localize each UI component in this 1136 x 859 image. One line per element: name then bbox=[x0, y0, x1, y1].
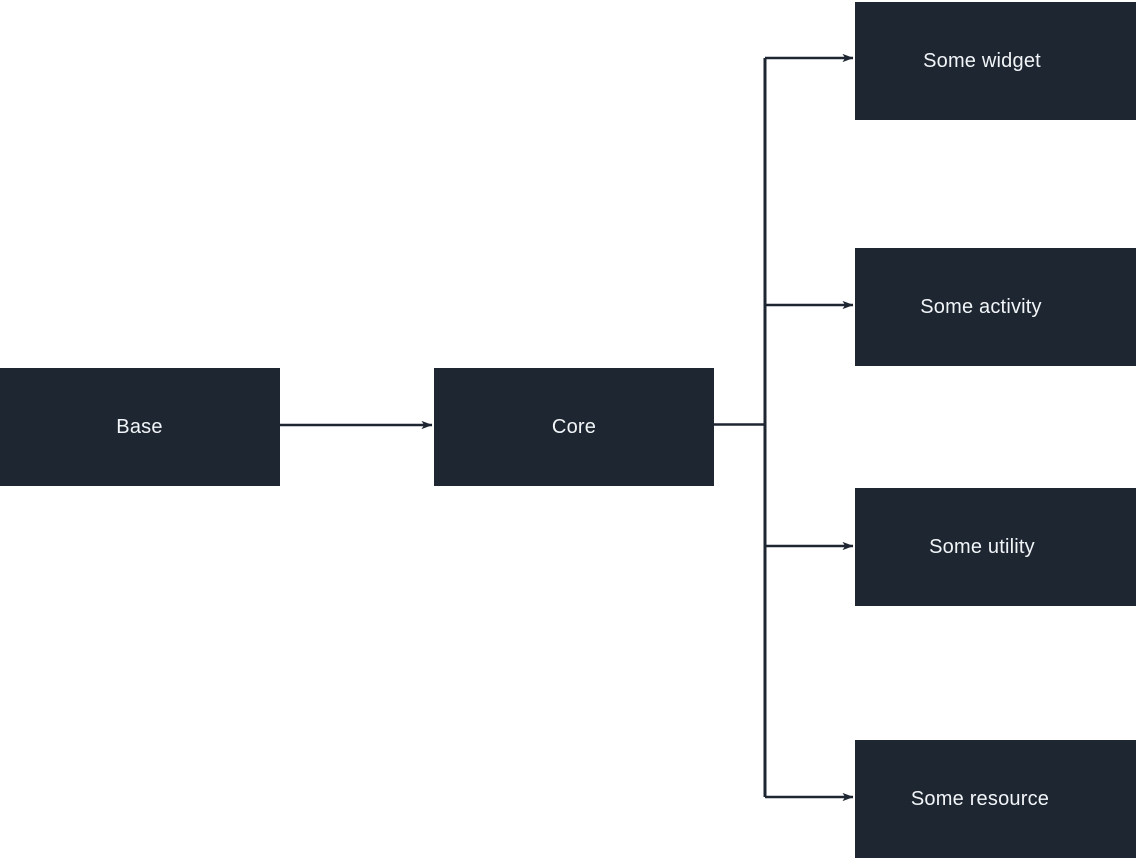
node-some-widget-label: Some widget bbox=[923, 50, 1041, 72]
node-some-utility[interactable]: Some utility bbox=[855, 488, 1136, 606]
node-some-utility-label: Some utility bbox=[929, 536, 1035, 558]
node-some-resource[interactable]: Some resource bbox=[855, 740, 1136, 858]
node-some-resource-label: Some resource bbox=[910, 788, 1050, 810]
node-core-label: Core bbox=[551, 416, 597, 438]
node-some-activity-label: Some activity bbox=[920, 296, 1042, 318]
node-base[interactable]: Base bbox=[0, 368, 280, 486]
node-some-activity[interactable]: Some activity bbox=[855, 248, 1136, 366]
node-some-widget[interactable]: Some widget bbox=[855, 2, 1136, 120]
node-core[interactable]: Core bbox=[434, 368, 714, 486]
node-base-label: Base bbox=[116, 416, 163, 438]
